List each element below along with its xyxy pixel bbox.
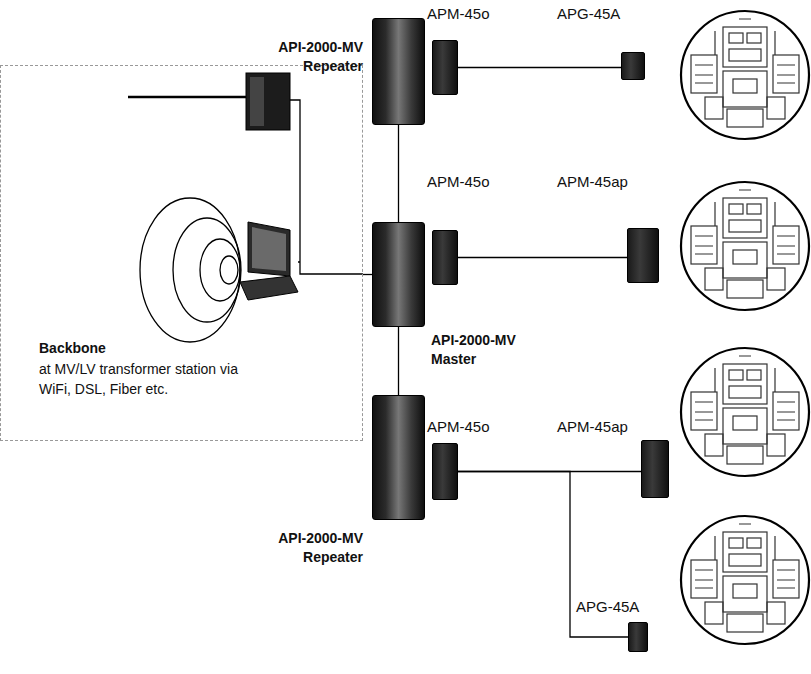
laptop-screen	[248, 222, 290, 276]
plc-modem: APM-45o	[432, 40, 458, 95]
laptop-display	[252, 227, 286, 271]
device-label: API-2000-MV Master	[431, 331, 541, 369]
device-label: APM-45o	[427, 418, 517, 436]
power-line	[458, 67, 621, 68]
device-label: API-2000-MV Repeater	[243, 38, 363, 76]
backbone-link	[290, 100, 363, 274]
device-label: APM-45o	[427, 5, 517, 23]
building	[681, 348, 809, 476]
device-label: APG-45A	[557, 5, 647, 23]
plc-modem: APG-45A	[628, 622, 648, 652]
building	[681, 182, 809, 310]
plc-unit: API-2000-MV Repeater	[372, 395, 425, 520]
device-label: APM-45o	[427, 173, 517, 191]
backbone-region: Backboneat MV/LV transformer station via…	[0, 65, 363, 441]
power-line	[398, 125, 399, 222]
wifi-waves	[140, 198, 241, 342]
laptop-base	[240, 276, 298, 300]
modem-face	[250, 77, 264, 126]
device-label: APM-45ap	[557, 173, 657, 191]
device-label: APM-45ap	[557, 418, 657, 436]
backbone-cable	[128, 96, 246, 99]
plc-modem: APM-45o	[432, 443, 458, 500]
modem	[246, 73, 290, 130]
region-note: at MV/LV transformer station via WiFi, D…	[39, 359, 244, 399]
power-line	[363, 274, 372, 275]
plc-modem: APM-45ap	[627, 228, 659, 283]
power-line	[398, 327, 399, 395]
power-line	[458, 257, 627, 258]
plc-modem: APG-45A	[621, 52, 645, 80]
plc-unit: API-2000-MV Master	[372, 222, 425, 327]
device-label: API-2000-MV Repeater	[243, 529, 363, 567]
plc-modem: APM-45ap	[641, 440, 669, 498]
plc-unit: API-2000-MV Repeater	[372, 18, 425, 125]
building	[681, 516, 809, 644]
device-label: APG-45A	[576, 598, 666, 616]
plc-modem: APM-45o	[432, 230, 458, 285]
region-heading: Backbone	[39, 338, 244, 358]
building	[681, 11, 809, 139]
